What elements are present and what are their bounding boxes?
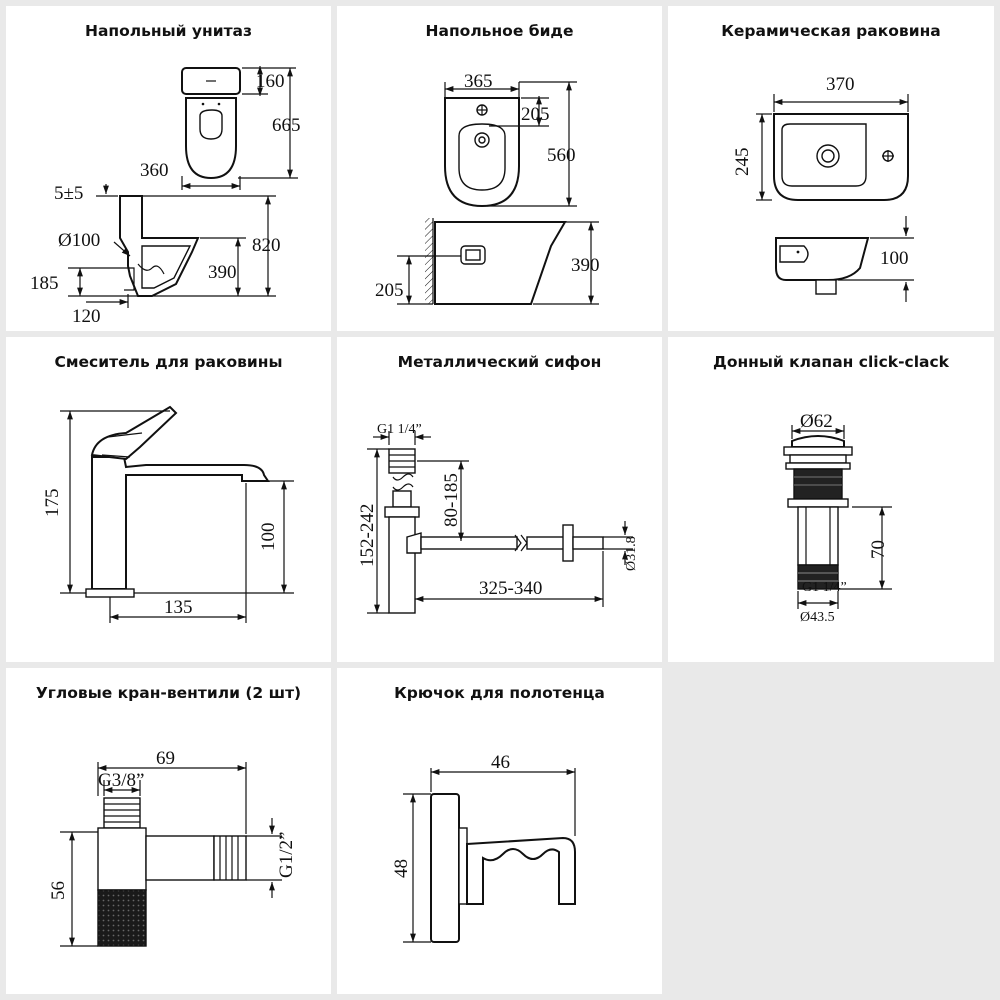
dim-width: 365 <box>464 71 493 92</box>
dim-thread: G1 1/4” <box>377 422 422 437</box>
dim-height: 70 <box>868 540 889 559</box>
dim-length: 69 <box>156 748 175 769</box>
dim-lid: 160 <box>256 71 285 92</box>
dim-width: 360 <box>140 160 169 181</box>
dim-height: 56 <box>48 881 69 900</box>
panel-bidet: Напольное биде 365 205 560 390 <box>337 6 662 331</box>
panel-title: Угловые кран-вентили (2 шт) <box>35 684 302 702</box>
panel-title: Напольное биде <box>425 22 574 40</box>
panel-toilet: Напольный унитаз 160 665 360 5±5 Ø100 <box>6 6 331 331</box>
panel-hook: Крючок для полотенца 46 48 <box>337 668 662 994</box>
valve-drawing: 69 G3/8” G1/2” 56 <box>48 748 297 947</box>
dim-depth: 560 <box>547 145 576 166</box>
hook-drawing: 46 48 <box>391 752 576 943</box>
dim-seat-h: 390 <box>208 262 237 283</box>
dim-length: 325-340 <box>479 578 542 599</box>
dim-height: 100 <box>880 248 909 269</box>
dim-body-d: Ø43.5 <box>800 610 835 625</box>
dim-depth: 46 <box>491 752 510 773</box>
dim-outlet-d: Ø100 <box>58 230 100 251</box>
faucet-drawing: 175 100 135 <box>42 405 294 623</box>
dim-spout-h: 100 <box>258 523 279 552</box>
panel-title: Металлический сифон <box>397 353 602 371</box>
panel-sink: Керамическая раковина 370 245 100 <box>668 6 994 331</box>
dim-height: 390 <box>571 255 600 276</box>
dim-reach: 135 <box>164 597 193 618</box>
dim-height-total: 820 <box>252 235 281 256</box>
dim-hole: 205 <box>521 104 550 125</box>
dim-width: 370 <box>826 74 855 95</box>
dim-inlet: G3/8” <box>98 770 144 791</box>
dim-height: 175 <box>42 489 63 518</box>
dim-thread: G1 1/4” <box>802 580 847 595</box>
panel-title: Смеситель для раковины <box>54 353 283 371</box>
panel-title: Напольный унитаз <box>84 22 253 40</box>
dim-depth: 245 <box>732 148 753 177</box>
dim-adjust: 80-185 <box>441 473 462 527</box>
dim-gap: 5±5 <box>54 183 83 204</box>
drain-drawing: Ø62 70 G1 1/4” Ø43.5 <box>783 411 892 625</box>
dim-outlet-h: 205 <box>375 280 404 301</box>
dim-pipe-d: Ø31.8 <box>624 536 639 571</box>
bidet-drawing: 365 205 560 390 205 <box>375 71 600 305</box>
panel-siphon: Металлический сифон G1 1/4” 152-242 80-1… <box>337 337 662 662</box>
panel-title: Крючок для полотенца <box>394 684 605 702</box>
panel-title: Керамическая раковина <box>721 22 941 40</box>
dim-outlet-h: 185 <box>30 273 59 294</box>
toilet-drawing: 160 665 360 5±5 Ø100 820 390 185 <box>30 66 301 327</box>
dim-outlet-off: 120 <box>72 306 101 327</box>
dim-cap-d: Ø62 <box>800 411 833 432</box>
dim-height-top: 665 <box>272 115 301 136</box>
dim-outlet: G1/2” <box>276 832 297 878</box>
panel-valve: Угловые кран-вентили (2 шт) 69 G3/8” G1/… <box>6 668 331 994</box>
panel-faucet: Смеситель для раковины 175 100 135 <box>6 337 331 662</box>
sink-drawing: 370 245 100 <box>732 74 914 302</box>
dim-height: 152-242 <box>357 504 378 567</box>
siphon-drawing: G1 1/4” 152-242 80-185 325-340 Ø31.8 <box>357 422 639 614</box>
dim-height: 48 <box>391 859 412 878</box>
panel-drain: Донный клапан click-clack Ø62 70 G1 1/4”… <box>668 337 994 662</box>
panel-title: Донный клапан click-clack <box>713 353 949 371</box>
